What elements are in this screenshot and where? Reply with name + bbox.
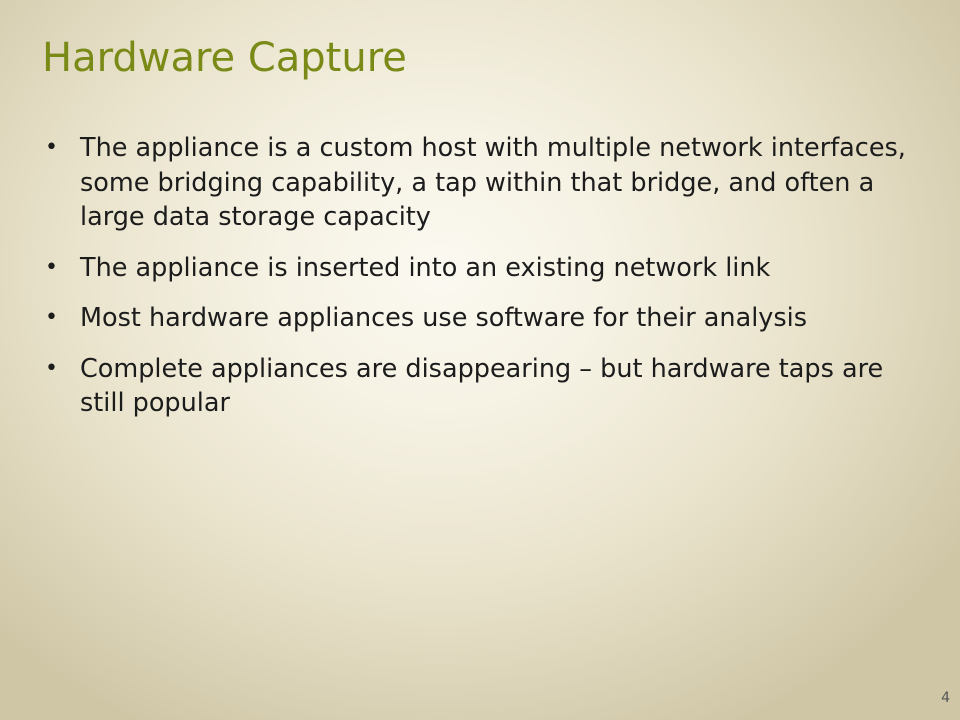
bullet-item: • Most hardware appliances use software … [40,301,920,336]
bullet-item: • The appliance is inserted into an exis… [40,251,920,286]
bullet-list: • The appliance is a custom host with mu… [40,131,920,437]
bullet-item: • Complete appliances are disappearing –… [40,352,920,421]
bullet-item: • The appliance is a custom host with mu… [40,131,920,235]
bullet-dot-icon: • [45,254,58,280]
bullet-dot-icon: • [45,135,58,160]
page-number: 4 [941,690,950,706]
bullet-text: Complete appliances are disappearing – b… [80,353,884,419]
bullet-text: The appliance is inserted into an existi… [80,252,771,283]
slide-title: Hardware Capture [42,35,407,81]
bullet-dot-icon: • [45,305,58,330]
bullet-dot-icon: • [45,355,58,381]
bullet-text: The appliance is a custom host with mult… [80,133,906,232]
bullet-text: Most hardware appliances use software fo… [80,303,808,333]
